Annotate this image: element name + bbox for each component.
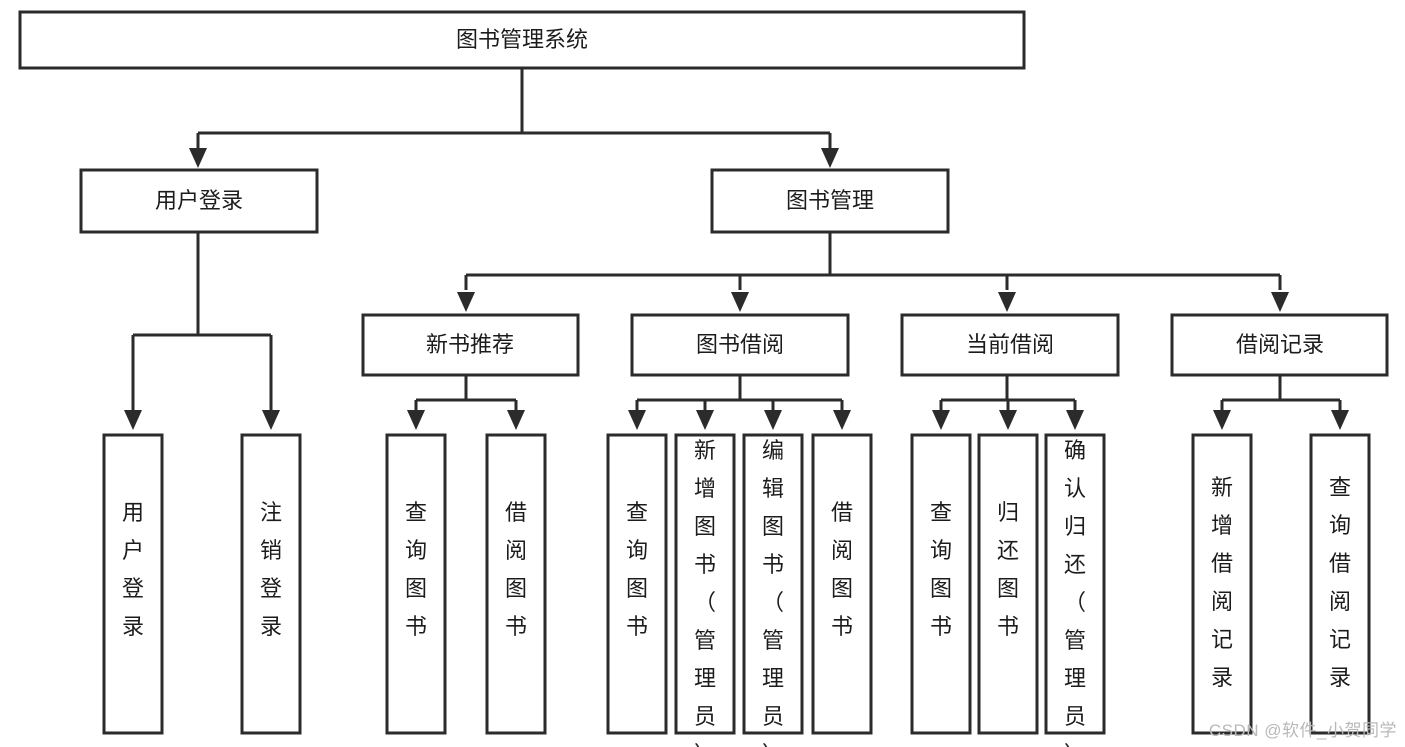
node-book-management[interactable]: 图书管理 bbox=[710, 168, 950, 234]
leaf-node-logout[interactable]: 注销登录 bbox=[240, 433, 302, 735]
arrowhead-nb-leaf-2 bbox=[507, 410, 525, 430]
arrowhead-user-login bbox=[189, 148, 207, 168]
node-label-book-management: 图书管理 bbox=[786, 188, 874, 213]
leaf-node-cb-query-book[interactable]: 查询图书 bbox=[910, 433, 972, 735]
leaf-label-bb-borrow-book: 借阅图书 bbox=[831, 500, 853, 639]
arrowhead-bb-leaf-4 bbox=[833, 410, 851, 430]
node-label-borrow-record: 借阅记录 bbox=[1236, 332, 1324, 357]
leaf-node-cb-confirm-return[interactable]: 确认归还（管理员） bbox=[1044, 433, 1106, 747]
leaf-node-br-add-record[interactable]: 新增借阅记录 bbox=[1191, 433, 1253, 735]
arrowhead-borrow-record bbox=[1271, 292, 1289, 312]
arrowhead-current-borrow bbox=[998, 292, 1016, 312]
leaf-label-bb-edit-book: 编辑图书（管理员） bbox=[762, 438, 784, 747]
node-label-new-book-recommend: 新书推荐 bbox=[426, 332, 514, 357]
node-borrow-record[interactable]: 借阅记录 bbox=[1170, 313, 1389, 377]
leaf-label-cb-query-book: 查询图书 bbox=[930, 500, 952, 639]
leaf-label-bb-query-book: 查询图书 bbox=[626, 500, 648, 639]
node-label-root: 图书管理系统 bbox=[456, 27, 588, 52]
arrowhead-br-leaf-1 bbox=[1213, 410, 1231, 430]
arrowhead-bb-leaf-2 bbox=[696, 410, 714, 430]
leaf-node-br-query-record[interactable]: 查询借阅记录 bbox=[1309, 433, 1371, 735]
node-book-borrow[interactable]: 图书借阅 bbox=[630, 313, 850, 377]
leaf-label-cb-return-book: 归还图书 bbox=[997, 500, 1019, 639]
arrowhead-cb-leaf-3 bbox=[1066, 410, 1084, 430]
leaf-label-br-add-record: 新增借阅记录 bbox=[1211, 475, 1233, 690]
leaf-label-br-query-record: 查询借阅记录 bbox=[1329, 475, 1351, 690]
arrowhead-cb-leaf-2 bbox=[999, 410, 1017, 430]
arrowhead-nb-leaf-1 bbox=[407, 410, 425, 430]
leaf-node-bb-edit-book[interactable]: 编辑图书（管理员） bbox=[742, 433, 804, 747]
leaf-label-cb-confirm-return: 确认归还（管理员） bbox=[1064, 438, 1086, 747]
arrowhead-book-mgmt bbox=[821, 148, 839, 168]
leaf-node-bb-borrow-book[interactable]: 借阅图书 bbox=[811, 433, 873, 735]
leaf-label-bb-add-book: 新增图书（管理员） bbox=[694, 438, 716, 747]
leaf-node-nb-query-book[interactable]: 查询图书 bbox=[385, 433, 447, 735]
node-label-user-login: 用户登录 bbox=[155, 188, 243, 213]
arrowhead-bb-leaf-1 bbox=[628, 410, 646, 430]
node-label-current-borrow: 当前借阅 bbox=[966, 332, 1054, 357]
arrowhead-leaf-user-login bbox=[124, 410, 142, 430]
node-current-borrow[interactable]: 当前借阅 bbox=[900, 313, 1120, 377]
leaf-label-logout: 注销登录 bbox=[260, 500, 282, 639]
node-root-system[interactable]: 图书管理系统 bbox=[18, 10, 1026, 70]
arrowhead-leaf-logout bbox=[262, 410, 280, 430]
connector-layer bbox=[124, 68, 1349, 430]
leaf-node-cb-return-book[interactable]: 归还图书 bbox=[977, 433, 1039, 735]
arrowhead-bb-leaf-3 bbox=[764, 410, 782, 430]
arrowhead-new-book bbox=[457, 292, 475, 312]
leaf-node-bb-add-book[interactable]: 新增图书（管理员） bbox=[674, 433, 736, 747]
leaf-label-user-login: 用户登录 bbox=[122, 500, 144, 639]
leaf-node-user-login[interactable]: 用户登录 bbox=[102, 433, 164, 735]
node-label-book-borrow: 图书借阅 bbox=[696, 332, 784, 357]
leaf-label-nb-query-book: 查询图书 bbox=[405, 500, 427, 639]
leaf-node-nb-borrow-book[interactable]: 借阅图书 bbox=[485, 433, 547, 735]
arrowhead-book-borrow bbox=[731, 292, 749, 312]
leaf-label-nb-borrow-book: 借阅图书 bbox=[505, 500, 527, 639]
arrowhead-br-leaf-2 bbox=[1331, 410, 1349, 430]
leaf-node-bb-query-book[interactable]: 查询图书 bbox=[606, 433, 668, 735]
node-user-login[interactable]: 用户登录 bbox=[79, 168, 319, 234]
arrowhead-cb-leaf-1 bbox=[932, 410, 950, 430]
node-new-book-recommend[interactable]: 新书推荐 bbox=[361, 313, 580, 377]
